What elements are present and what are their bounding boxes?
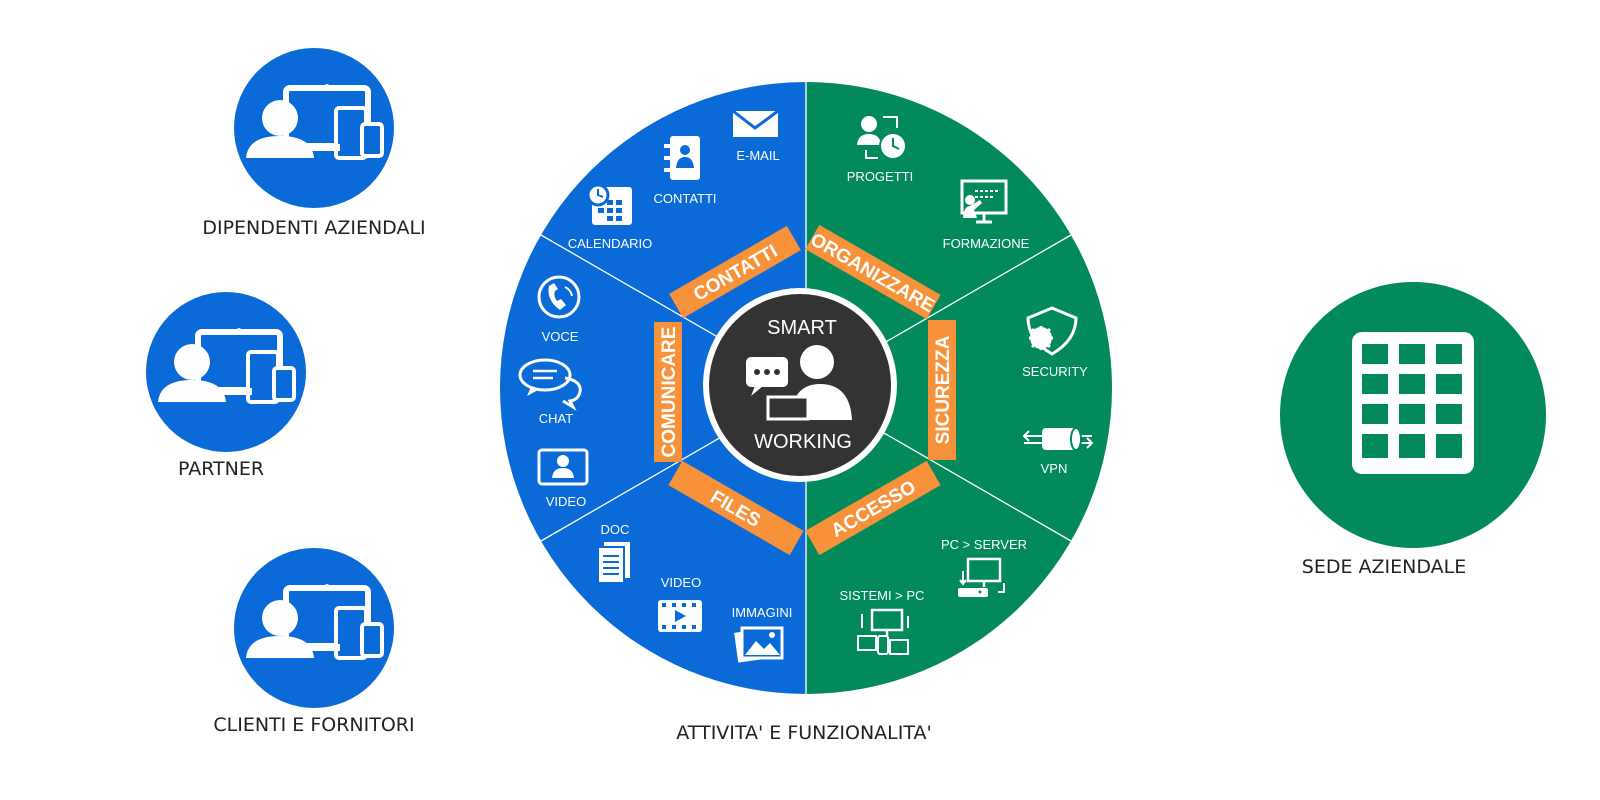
label-video-com: VIDEO — [546, 494, 586, 509]
user-node-clienti — [234, 548, 394, 708]
user-label-partner: PARTNER — [177, 458, 265, 480]
hub-circle — [703, 288, 897, 482]
svg-text:SICUREZZA: SICUREZZA — [933, 335, 954, 444]
label-sistemi-pc: SISTEMI > PC — [840, 588, 925, 603]
wheel-half-blue — [500, 82, 806, 694]
images-icon — [734, 626, 784, 663]
label-progetti: PROGETTI — [847, 169, 913, 184]
address-book-icon — [664, 136, 700, 180]
label-calendario: CALENDARIO — [568, 236, 653, 251]
banner-sicurezza: SICUREZZA — [928, 320, 956, 460]
label-pc-server: PC > SERVER — [941, 537, 1027, 552]
wheel-caption: ATTIVITA' E FUNZIONALITA' — [676, 722, 932, 744]
calendar-icon — [586, 183, 632, 225]
remote-worker-icon — [146, 292, 306, 452]
wheel-half-green — [806, 82, 1112, 694]
vpn-tunnel-icon — [1022, 427, 1094, 451]
label-vpn: VPN — [1041, 461, 1068, 476]
hub-top: SMART — [767, 317, 837, 339]
hq-label: SEDE AZIENDALE — [1301, 556, 1467, 578]
training-board-icon — [960, 179, 1008, 224]
label-doc: DOC — [601, 522, 630, 537]
user-node-partner — [146, 292, 306, 452]
project-schedule-icon — [857, 116, 907, 160]
remote-worker-icon — [234, 48, 394, 208]
video-call-icon — [537, 448, 589, 486]
label-email: E-MAIL — [736, 148, 779, 163]
user-label-clienti: CLIENTI E FORNITORI — [213, 714, 415, 736]
label-voce: VOCE — [542, 329, 579, 344]
label-contatti: CONTATTI — [653, 191, 716, 206]
user-label-dipendenti: DIPENDENTI AZIENDALI — [202, 217, 426, 239]
phone-icon — [537, 275, 581, 319]
pc-to-server-icon — [958, 557, 1005, 597]
chat-bubbles-icon — [518, 358, 582, 411]
svg-text:COMUNICARE: COMUNICARE — [659, 327, 680, 458]
office-building-icon — [1280, 282, 1546, 548]
security-shield-icon — [1026, 306, 1078, 356]
email-icon — [732, 109, 779, 137]
banner-comunicare: COMUNICARE — [654, 322, 682, 462]
documents-icon — [597, 542, 630, 584]
hq-node — [1280, 282, 1546, 548]
label-security: SECURITY — [1022, 364, 1088, 379]
remote-worker-icon — [234, 548, 394, 708]
user-node-dipendenti — [234, 48, 394, 208]
hub-bottom: WORKING — [754, 431, 852, 453]
label-chat: CHAT — [539, 411, 573, 426]
label-formazione: FORMAZIONE — [943, 236, 1030, 251]
video-file-icon — [658, 600, 702, 632]
label-video-file: VIDEO — [661, 575, 701, 590]
label-immagini: IMMAGINI — [732, 605, 793, 620]
systems-to-pc-icon — [857, 608, 909, 655]
chat-laptop-icon — [746, 345, 852, 421]
